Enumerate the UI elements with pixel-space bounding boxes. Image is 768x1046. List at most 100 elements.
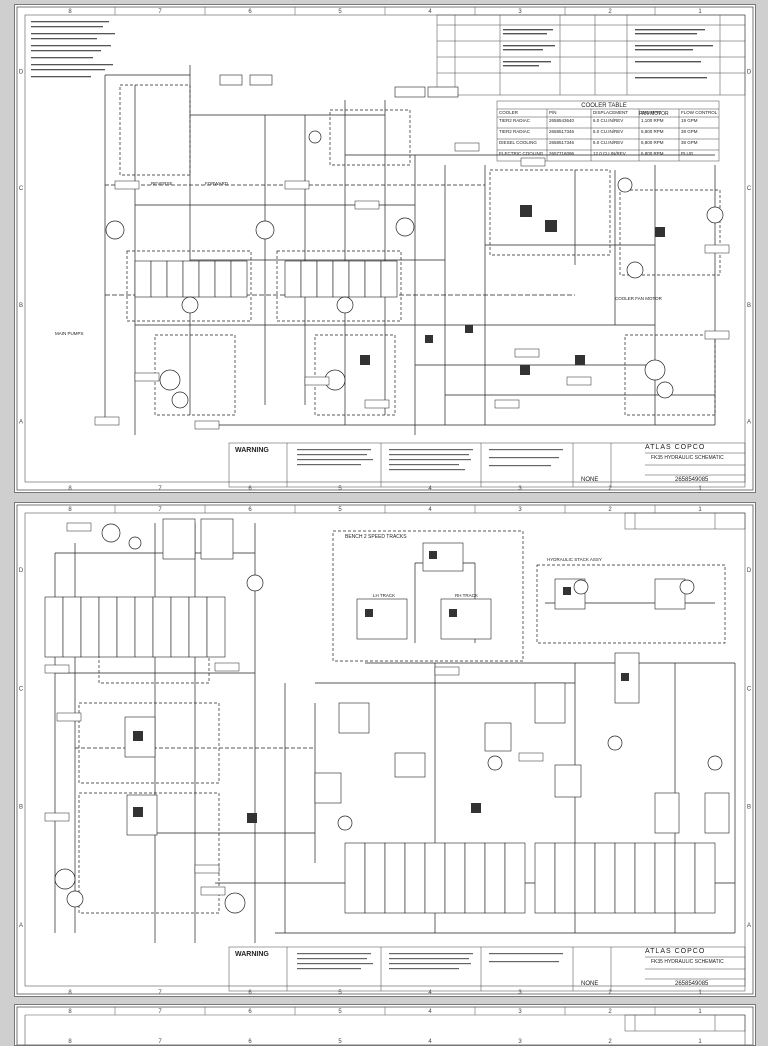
zone-column-label: 2 bbox=[608, 486, 612, 492]
zone-column-label: 4 bbox=[428, 990, 432, 996]
zone-column-label: 7 bbox=[158, 507, 162, 513]
cooler-table-header: DISPLACEMENT bbox=[593, 110, 629, 115]
zone-row-label: A bbox=[747, 420, 751, 426]
cooler-table-cell: 6.0 CU.IN/REV bbox=[593, 140, 624, 145]
zone-column-label: 2 bbox=[608, 1039, 612, 1045]
zone-row-label: C bbox=[19, 186, 24, 192]
cooler-table-cell: 2658517346 bbox=[549, 140, 575, 145]
zone-column-label: 8 bbox=[68, 507, 72, 513]
zone-row-label: B bbox=[19, 303, 23, 309]
company-name: ATLAS COPCO bbox=[645, 444, 706, 451]
cooler-table-cell: TIER2 RADIAC bbox=[499, 129, 531, 134]
zone-column-label: 2 bbox=[608, 507, 612, 513]
zone-row-label: A bbox=[19, 923, 23, 929]
cooler-table-cell: 38 GPM bbox=[681, 140, 698, 145]
zone-column-label: 1 bbox=[698, 507, 702, 513]
cooler-table-cell: 6,800 RPM bbox=[641, 140, 664, 145]
cooler-table-cell: 12.0 CU.IN/REV bbox=[593, 151, 626, 156]
zone-column-label: 3 bbox=[518, 1009, 522, 1015]
zone-column-label: 5 bbox=[338, 9, 342, 15]
zone-column-label: 1 bbox=[698, 9, 702, 15]
drawing-number: 2658549085 bbox=[675, 477, 709, 483]
cooler-table-cell: PLUG bbox=[681, 151, 694, 156]
zone-row-label: D bbox=[747, 568, 752, 574]
zone-column-label: 4 bbox=[428, 1039, 432, 1045]
forward-callout: FORWARD bbox=[205, 181, 228, 186]
zone-column-label: 4 bbox=[428, 486, 432, 492]
zone-row-label: D bbox=[747, 69, 752, 75]
zone-column-label: 7 bbox=[158, 990, 162, 996]
zone-column-label: 4 bbox=[428, 9, 432, 15]
cooler-table-cell: ELECTRIC COOLING bbox=[499, 151, 544, 156]
zone-column-label: 8 bbox=[68, 1039, 72, 1045]
company-name-2: ATLAS COPCO bbox=[645, 948, 706, 955]
zone-column-label: 5 bbox=[338, 1039, 342, 1045]
zone-column-label: 8 bbox=[68, 990, 72, 996]
zone-column-label: 5 bbox=[338, 990, 342, 996]
zone-column-label: 1 bbox=[698, 990, 702, 996]
zone-column-label: 3 bbox=[518, 486, 522, 492]
rh-track-callout: RH TRACK bbox=[455, 593, 478, 598]
zone-column-label: 1 bbox=[698, 1009, 702, 1015]
reverse-callout: REVERSE bbox=[151, 181, 173, 186]
scale-none-2: NONE bbox=[581, 981, 599, 987]
zone-column-label: 5 bbox=[338, 1009, 342, 1015]
warning-label-2: WARNING bbox=[235, 951, 269, 958]
zone-column-label: 2 bbox=[608, 9, 612, 15]
zone-row-label: B bbox=[19, 805, 23, 811]
cooler-table-cell: 38 GPM bbox=[681, 129, 698, 134]
warning-label: WARNING bbox=[235, 447, 269, 454]
zone-column-label: 2 bbox=[608, 990, 612, 996]
zone-column-label: 3 bbox=[518, 9, 522, 15]
zone-row-label: C bbox=[747, 186, 752, 192]
zone-column-label: 8 bbox=[68, 9, 72, 15]
cooler-table-cell: 2658517346 bbox=[549, 129, 575, 134]
cooler-table-cell: 6.0 CU.IN/REV bbox=[593, 129, 624, 134]
zone-column-label: 6 bbox=[248, 1009, 252, 1015]
zone-column-label: 8 bbox=[68, 486, 72, 492]
cooler-table-cell: 2657716096 bbox=[549, 151, 575, 156]
zone-row-label: B bbox=[747, 805, 751, 811]
zone-column-label: 6 bbox=[248, 990, 252, 996]
cooler-table-cell: 6.0 CU.IN/REV bbox=[593, 118, 624, 123]
lh-track-callout: LH TRACK bbox=[373, 593, 396, 598]
main-pumps-callout: MAIN PUMPS bbox=[55, 331, 84, 336]
drawing-number-2: 2658549085 bbox=[675, 981, 709, 987]
scale-none: NONE bbox=[581, 477, 599, 483]
cooler-table-cell: 1,100 RPM bbox=[641, 118, 664, 123]
cooler-table-cell: 6,800 RPM bbox=[641, 151, 664, 156]
zone-column-label: 5 bbox=[338, 507, 342, 513]
zone-column-label: 2 bbox=[608, 1009, 612, 1015]
zone-row-label: B bbox=[747, 303, 751, 309]
zone-column-label: 3 bbox=[518, 1039, 522, 1045]
cooler-table-header: COOLER bbox=[499, 110, 519, 115]
cooler-table-cell: 6,800 RPM bbox=[641, 129, 664, 134]
drawing-title-2: FK35 HYDRAULIC SCHEMATIC bbox=[651, 959, 724, 965]
zone-column-label: 1 bbox=[698, 486, 702, 492]
cooler-table-header: FAN RPM bbox=[641, 110, 662, 115]
zone-column-label: 6 bbox=[248, 507, 252, 513]
zone-row-label: D bbox=[19, 69, 24, 75]
zone-column-label: 6 bbox=[248, 9, 252, 15]
zone-column-label: 1 bbox=[698, 1039, 702, 1045]
zone-row-label: A bbox=[19, 420, 23, 426]
zone-column-label: 3 bbox=[518, 507, 522, 513]
cooler-table-title: COOLER TABLE bbox=[581, 103, 627, 109]
zone-column-label: 4 bbox=[428, 507, 432, 513]
zone-column-label: 5 bbox=[338, 486, 342, 492]
zone-column-label: 7 bbox=[158, 1009, 162, 1015]
bench-speed-callout: BENCH 2 SPEED TRACKS bbox=[345, 534, 407, 540]
zone-row-label: D bbox=[19, 568, 24, 574]
zone-column-label: 6 bbox=[248, 1039, 252, 1045]
cooler-table-cell: 2658543640 bbox=[549, 118, 575, 123]
cooler-table-cell: 19 GPM bbox=[681, 118, 698, 123]
zone-column-label: 3 bbox=[518, 990, 522, 996]
fan-motor-label: FAN MOTOR bbox=[639, 111, 669, 117]
cooler-table-header: P/N bbox=[549, 110, 557, 115]
zone-column-label: 7 bbox=[158, 1039, 162, 1045]
cooler-motor-callout: COOLER FAN MOTOR bbox=[615, 296, 662, 301]
